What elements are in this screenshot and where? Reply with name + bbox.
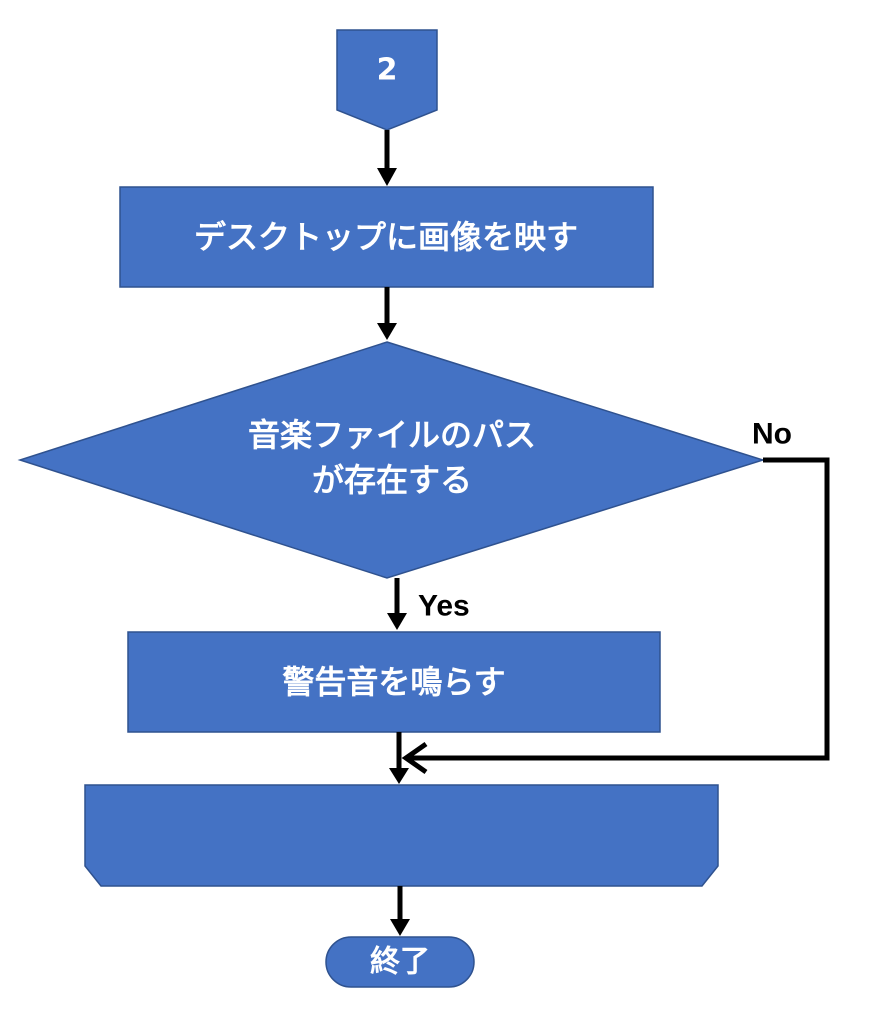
offpage-connector: 2 xyxy=(336,29,438,131)
process-sound-alarm: 警告音を鳴らす xyxy=(127,631,661,733)
decision-label-line2: が存在する xyxy=(312,461,472,499)
decision-music-path-exists: 音楽ファイルのパス が存在する xyxy=(17,341,766,579)
loop-end-block xyxy=(84,784,719,887)
yes-label: Yes xyxy=(418,590,470,623)
process-display-image: デスクトップに画像を映す xyxy=(119,186,654,288)
arrow-to-terminator xyxy=(390,886,410,936)
arrow-display-to-decision xyxy=(377,287,397,340)
arrow-yes-branch: Yes xyxy=(387,578,470,630)
decision-label-line1: 音楽ファイルのパス xyxy=(248,416,536,454)
arrow-connector-to-display xyxy=(377,130,397,186)
offpage-connector-label: 2 xyxy=(377,53,398,88)
terminator-end: 終了 xyxy=(325,936,475,988)
terminator-end-label: 終了 xyxy=(370,945,430,980)
arrow-alarm-to-loop-end xyxy=(389,732,409,784)
arrow-no-branch: No xyxy=(401,418,830,775)
no-label: No xyxy=(752,418,792,451)
process-sound-alarm-label: 警告音を鳴らす xyxy=(282,663,505,701)
process-display-image-label: デスクトップに画像を映す xyxy=(194,218,578,256)
